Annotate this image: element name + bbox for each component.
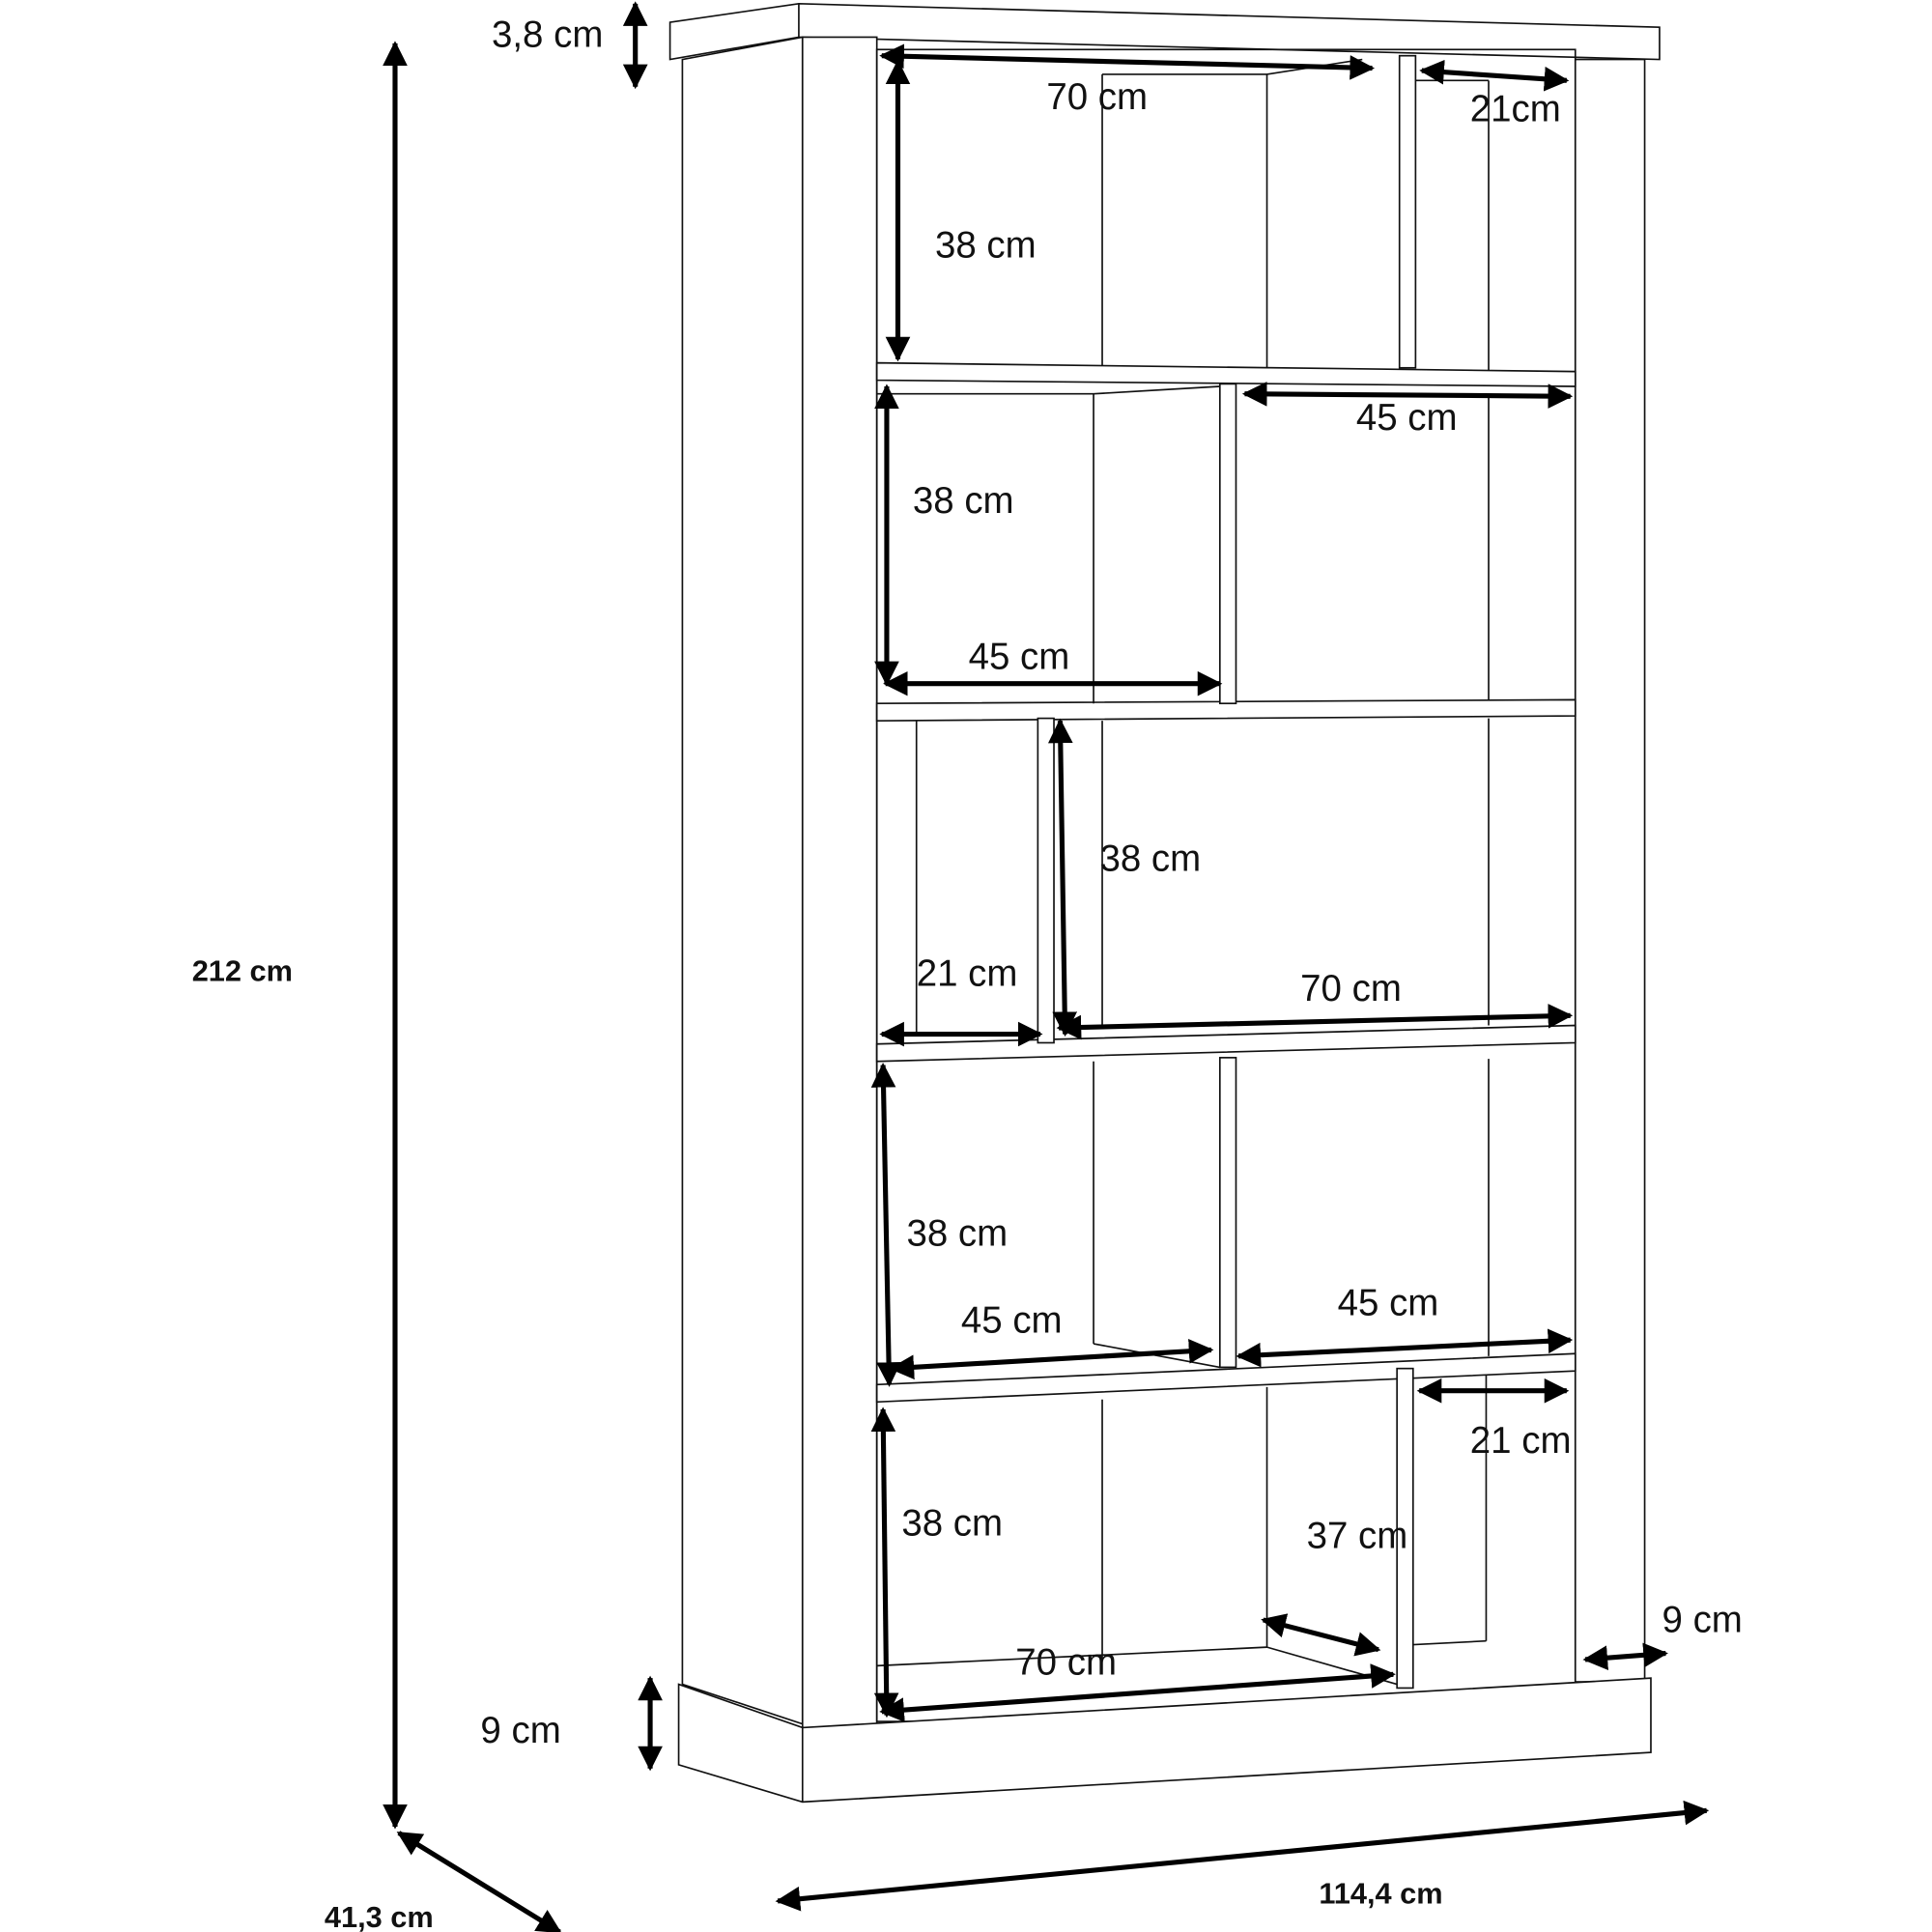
- bookcase-drawing: [668, 3, 1661, 1804]
- label-top-thickness: 3,8 cm: [492, 14, 603, 56]
- label-overall-width: 114,4 cm: [1319, 1877, 1442, 1911]
- label-r5-height: 38 cm: [901, 1503, 1003, 1545]
- label-overall-depth: 41,3 cm: [325, 1900, 434, 1932]
- label-plinth-height: 9 cm: [480, 1710, 560, 1751]
- dividers: [1037, 54, 1417, 1690]
- label-r5-large: 70 cm: [1015, 1641, 1117, 1683]
- label-r2-right: 45 cm: [1356, 397, 1458, 439]
- label-r2-left: 45 cm: [969, 636, 1070, 677]
- label-r4-right: 45 cm: [1338, 1283, 1439, 1324]
- right-stile: [1574, 58, 1646, 1683]
- label-r5-depth: 37 cm: [1307, 1516, 1408, 1557]
- label-r4-left: 45 cm: [961, 1299, 1063, 1341]
- label-r4-height: 38 cm: [906, 1213, 1008, 1255]
- label-side-offset: 9 cm: [1662, 1600, 1743, 1641]
- label-r1-large: 70 cm: [1046, 76, 1148, 118]
- label-r2-height: 38 cm: [913, 480, 1014, 522]
- label-r1-small: 21cm: [1470, 89, 1561, 130]
- label-r3-large: 70 cm: [1300, 968, 1402, 1009]
- label-overall-height: 212 cm: [192, 953, 293, 987]
- left-side-panel: [681, 36, 804, 1725]
- label-r1-height: 38 cm: [935, 225, 1037, 267]
- dimension-arrows: [383, 1, 1710, 1932]
- label-r5-small: 21 cm: [1470, 1420, 1572, 1462]
- label-r3-small: 21 cm: [917, 953, 1018, 995]
- dimension-labels: 212 cm 114,4 cm 41,3 cm 3,8 cm 9 cm 9 cm…: [192, 14, 1743, 1932]
- label-r3-height: 38 cm: [1099, 838, 1201, 879]
- left-stile: [801, 36, 878, 1729]
